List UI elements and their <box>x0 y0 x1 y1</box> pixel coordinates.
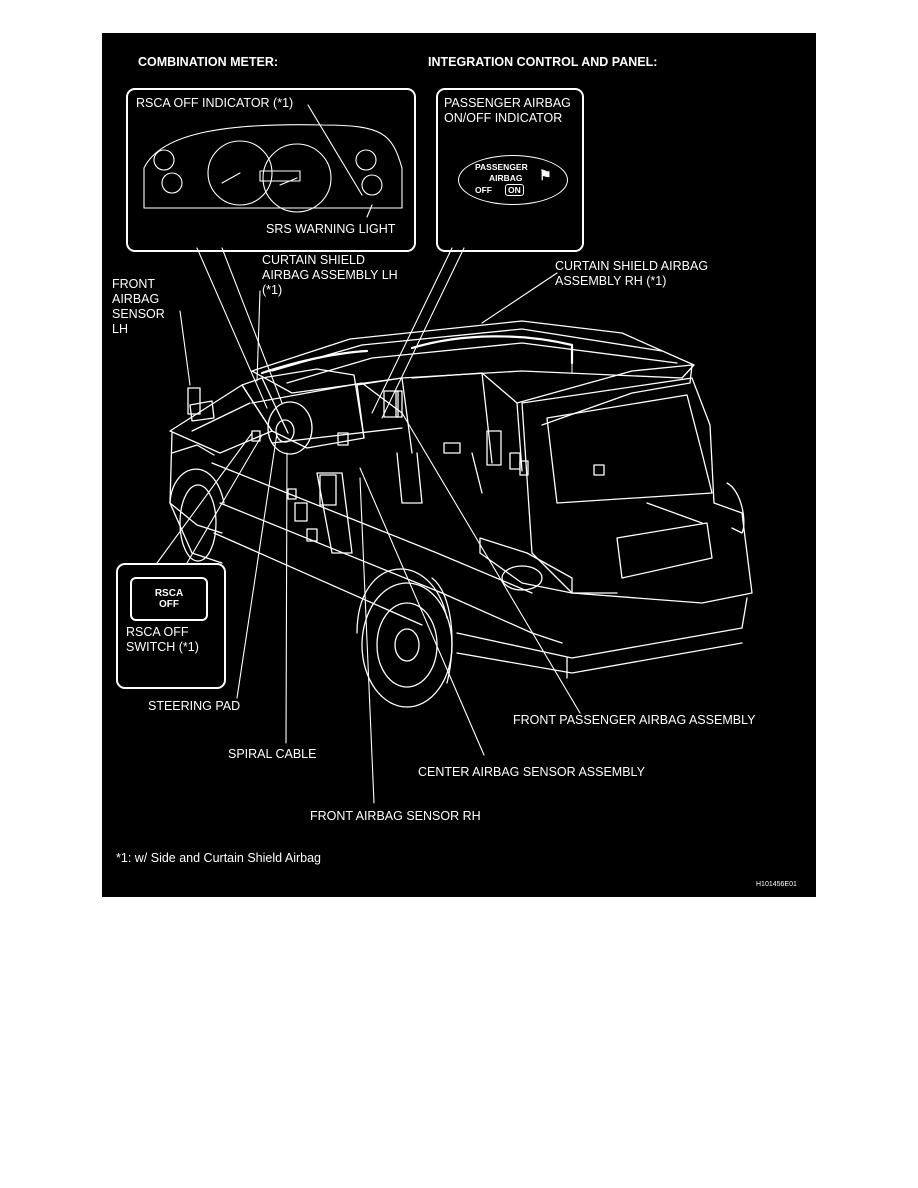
integration-control-header: INTEGRATION CONTROL AND PANEL: <box>428 55 658 69</box>
srs-warning-light-label: SRS WARNING LIGHT <box>266 222 396 236</box>
rsca-off-switch-inset: RSCA OFF RSCA OFF SWITCH (*1) <box>116 563 226 689</box>
rsca-off-switch-label: RSCA OFF SWITCH (*1) <box>126 625 199 654</box>
footnote: *1: w/ Side and Curtain Shield Airbag <box>116 851 321 865</box>
rsca-off-switch-button: RSCA OFF <box>130 577 208 621</box>
front-airbag-sensor-rh-label: FRONT AIRBAG SENSOR RH <box>310 809 481 823</box>
panel-off-text: OFF <box>475 185 492 195</box>
diagram-frame: COMBINATION METER: INTEGRATION CONTROL A… <box>102 33 816 897</box>
panel-airbag-text: AIRBAG <box>489 173 523 183</box>
curtain-shield-airbag-lh-label: CURTAIN SHIELD AIRBAG ASSEMBLY LH (*1) <box>262 253 398 297</box>
figure-code: H101456E01 <box>756 881 797 888</box>
combination-meter-header: COMBINATION METER: <box>138 55 279 69</box>
steering-pad-label: STEERING PAD <box>148 699 241 713</box>
spiral-cable-label: SPIRAL CABLE <box>228 747 317 761</box>
combination-meter-inset: RSCA OFF INDICATOR (*1) SRS WARNING LIGH… <box>126 88 416 252</box>
passenger-airbag-indicator-inset: PASSENGER AIRBAG ON/OFF INDICATOR PASSEN… <box>436 88 584 252</box>
rsca-off-indicator-label: RSCA OFF INDICATOR (*1) <box>136 96 294 110</box>
front-airbag-sensor-lh-label: FRONT AIRBAG SENSOR LH <box>112 277 165 336</box>
panel-passenger-text: PASSENGER <box>475 162 528 172</box>
meter-artwork <box>143 124 403 213</box>
vehicle-illustration <box>143 104 753 804</box>
curtain-shield-airbag-rh-label: CURTAIN SHIELD AIRBAG ASSEMBLY RH (*1) <box>555 259 709 288</box>
center-airbag-sensor-label: CENTER AIRBAG SENSOR ASSEMBLY <box>418 765 645 779</box>
seatbelt-icon: ⚑ <box>539 167 552 183</box>
front-passenger-airbag-label: FRONT PASSENGER AIRBAG ASSEMBLY <box>513 713 756 727</box>
rsca-button-line1: RSCA <box>154 588 184 599</box>
leader-lines <box>156 104 581 804</box>
panel-on-text: ON <box>505 184 524 196</box>
rsca-button-line2: OFF <box>159 599 179 610</box>
passenger-indicator-title: PASSENGER AIRBAG ON/OFF INDICATOR <box>444 96 571 125</box>
passenger-airbag-indicator-panel: PASSENGER AIRBAG OFF ON ⚑ <box>458 155 568 205</box>
